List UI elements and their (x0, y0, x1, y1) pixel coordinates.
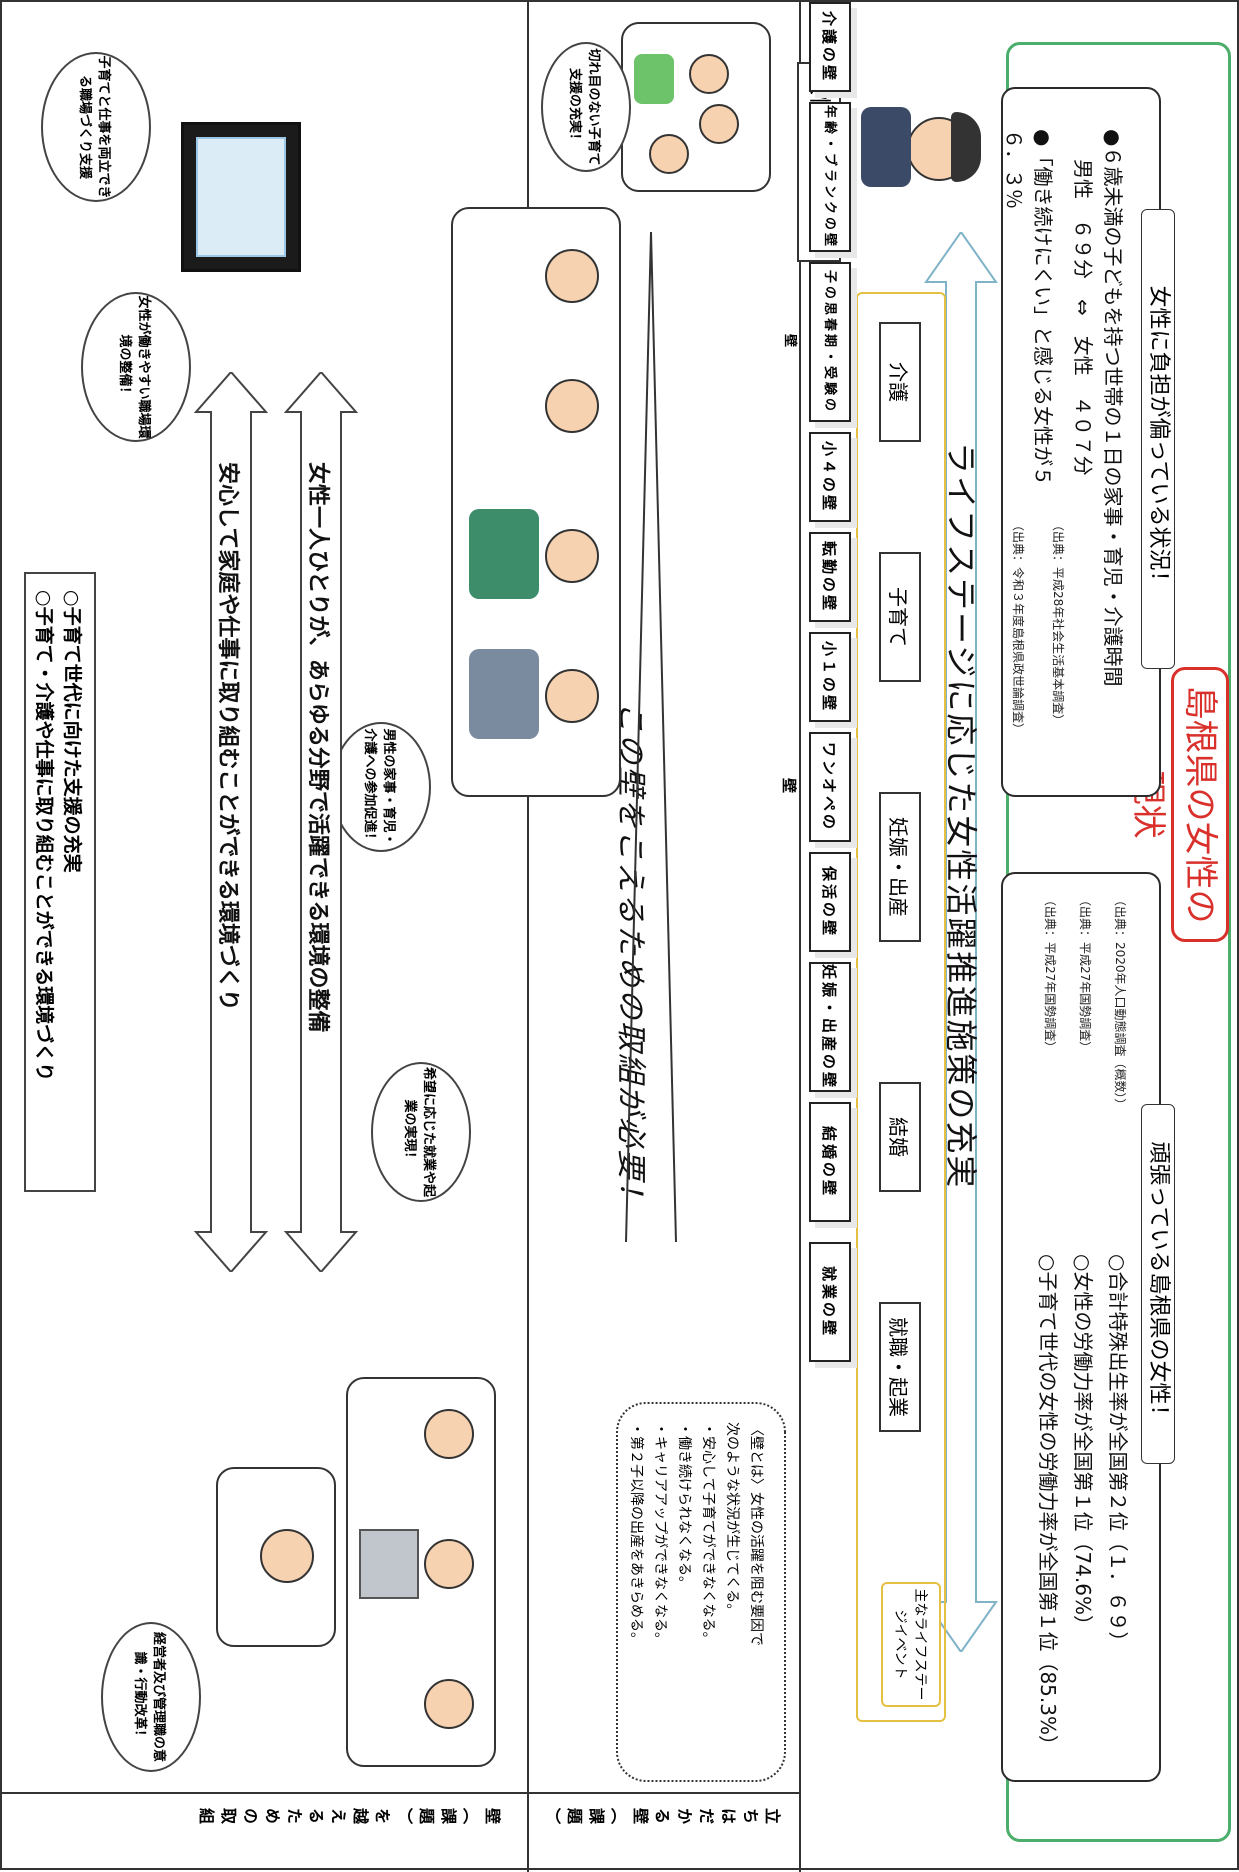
note-line-5: ・キャリアアップができなくなる。 (652, 1422, 668, 1646)
cloud-employment: 希望に応じた就業や起業の実現！ (371, 1062, 471, 1202)
children-illustration (621, 22, 771, 192)
big-arrow-1-text: 女性一人ひとりが、あらゆる分野で活躍できる環境の整備 (305, 462, 330, 1033)
household-illustration (451, 207, 621, 797)
left-status-line-2: ○女性の労働力率が全国第１位（74.6%） (1071, 1254, 1095, 1635)
cloud-workplace-environment: 女性が働きやすい職場環境の整備！ (81, 292, 191, 442)
life-stage-pregnancy: 妊娠・出産 (879, 792, 921, 942)
life-stage-nursing: 介護 (879, 322, 921, 442)
big-arrow-2 (193, 372, 269, 1272)
bottom-line-2: ○子育て・介護や仕事に取り組むことができる環境づくり (33, 590, 55, 1082)
wall-first-grade: 小１の壁 (809, 632, 851, 722)
wall-transfer: 転勤の壁 (809, 532, 851, 622)
left-status-source-3: （出典：平成27年国勢調査） (1043, 894, 1057, 1054)
life-stage-marriage: 結婚 (879, 1082, 921, 1192)
right-status-box: 女性に負担が偏っている状況！ ●６歳未満の子どもを持つ世帯の１日の家事・育児・介… (1001, 87, 1175, 797)
wall-definition-note: 〈壁とは〉女性の活躍を阻む要因で 次のような状況が生じてくる。 ・安心して子育て… (616, 1402, 786, 1782)
slogan-wedge (625, 232, 677, 1242)
wall-adolescence: 子の思春期・受験の壁 (782, 262, 851, 422)
celebrating-person-illustration (851, 87, 981, 207)
cloud-work-balance: 子育てと仕事を両立できる職場づくり支援 (41, 52, 151, 202)
page-title: 島根県の女性の現状 (1128, 667, 1229, 942)
wall-employment: 就業の壁 (809, 1242, 851, 1362)
big-arrow-2-text: 安心して家庭や仕事に取り組むことができる環境づくり (215, 462, 240, 1011)
wall-one-operation: ワンオペの壁 (780, 732, 851, 842)
manager-illustration (216, 1467, 336, 1647)
note-line-1: 〈壁とは〉女性の活躍を阻む要因で (748, 1422, 764, 1646)
note-line-4: ・働き続けられなくなる。 (676, 1422, 692, 1590)
bottom-line-1: ○子育て世代に向けた支援の充実 (61, 590, 83, 873)
section-label-actions: 壁（課題）を越えるための取組 (193, 1805, 501, 1824)
wall-marriage: 結婚の壁 (809, 1102, 851, 1222)
divider-label-column (2, 1792, 801, 1794)
life-stage-label: 主なライフステージイベント (881, 1582, 941, 1707)
life-stage-employment: 就職・起業 (879, 1302, 921, 1432)
wall-hokatsu: 保活の壁 (809, 852, 851, 952)
left-status-line-3: ○子育て世代の女性の労働力率が全国第１位（85.3%） (1036, 1254, 1060, 1755)
left-status-line-1: ○合計特殊出生率が全国第２位（１．６９） (1106, 1254, 1130, 1652)
bottom-support-box: ○子育て世代に向けた支援の充実 ○子育て・介護や仕事に取り組むことができる環境づ… (24, 572, 96, 1192)
wall-nursing: 介護の壁 (809, 2, 851, 92)
note-line-6: ・第２子以降の出産をあきらめる。 (628, 1422, 644, 1646)
life-stage-childcare: 子育て (879, 552, 921, 682)
cloud-seamless-childcare: 切れ目のない子育て支援の充実！ (541, 42, 631, 172)
wall-pregnancy: 妊娠・出産の壁 (809, 962, 851, 1092)
left-status-header: 頑張っている島根県の女性！ (1141, 1104, 1175, 1464)
business-illustration (346, 1377, 496, 1767)
note-line-3: ・安心して子育てができなくなる。 (700, 1422, 716, 1646)
office-illustration (181, 122, 301, 272)
right-status-line-1: ●６歳未満の子どもを持つ世帯の１日の家事・育児・介護時間 (1101, 129, 1125, 687)
wall-fourth-grade: 小４の壁 (809, 432, 851, 522)
left-status-source-2: （出典：平成27年国勢調査） (1078, 894, 1092, 1054)
left-status-source-1: （出典：2020年人口動態調査（概数）） (1113, 894, 1127, 1111)
right-status-line-2: 男性 ６９分 ⇔ 女性 ４０７分 (1071, 159, 1095, 476)
cloud-employer-reform: 経営者及び管理職の意識・行動改革！ (101, 1622, 201, 1772)
left-status-box: 頑張っている島根県の女性！ ○合計特殊出生率が全国第２位（１．６９） ○女性の労… (1001, 872, 1175, 1782)
right-status-header: 女性に負担が偏っている状況！ (1141, 209, 1175, 669)
wall-age-blank: 年齢・ブランクの壁 (809, 102, 851, 252)
divider-top (799, 2, 801, 1872)
big-arrow-1 (283, 372, 359, 1272)
section-label-walls: 立ちはだかる壁（課題） (539, 1805, 781, 1824)
note-line-2: 次のような状況が生じてくる。 (724, 1422, 740, 1618)
right-status-source-1: （出典：平成28年社会生活基本調査） (1051, 519, 1065, 727)
life-stage-arrow-text: ライフステージに応じた女性活躍推進施策の充実 (942, 442, 980, 1190)
life-stage-frame (856, 292, 946, 1722)
